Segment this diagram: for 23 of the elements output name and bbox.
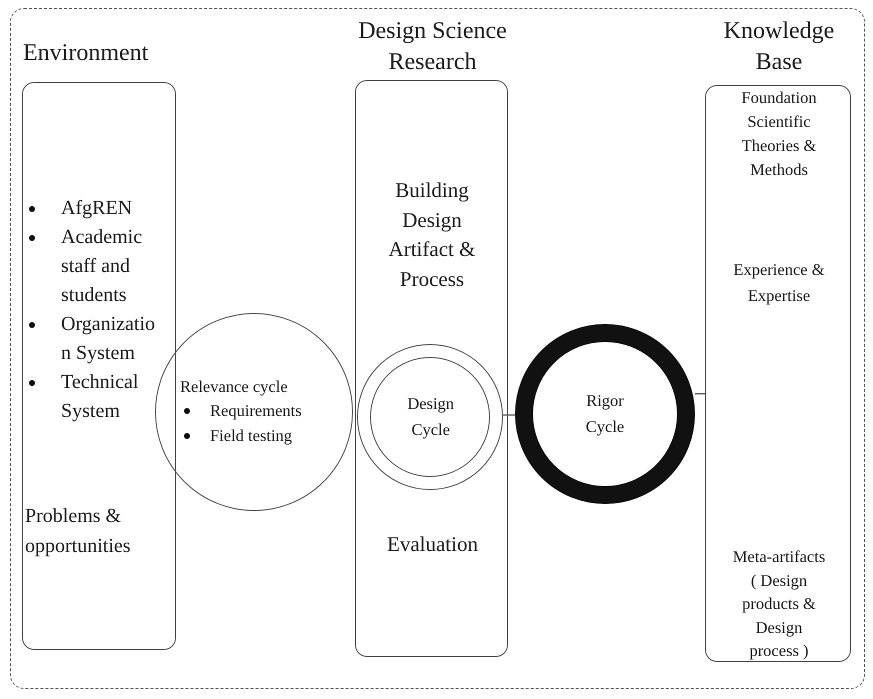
node-text: Building Design Artifact & Process: [388, 177, 476, 292]
connector-line: [695, 393, 705, 394]
connector-line: [503, 414, 515, 416]
cycle-circle: [155, 313, 353, 511]
bullet-item: Requirements: [180, 398, 330, 423]
bullet-item: Field testing: [180, 423, 330, 448]
node-text: Experience & Expertise: [732, 259, 826, 307]
node-text: Meta-artifacts ( Design products & Design process ): [732, 546, 826, 662]
bullet-item: Organizatio n System: [23, 310, 169, 368]
column-heading: Design Science Research: [357, 17, 508, 77]
double-circle: [356, 344, 503, 490]
column-heading: Environment: [23, 39, 150, 67]
column-heading: Knowledge Base: [722, 17, 836, 77]
node-text: Problems & opportunities: [25, 504, 132, 559]
bullet-item: AfgREN: [23, 194, 177, 223]
thick-ring: [515, 324, 695, 504]
node-text: Design Cycle: [406, 393, 456, 441]
node-text: Foundation Scientific Theories & Methods: [740, 87, 818, 181]
bullet-item: Technical System: [23, 368, 169, 426]
node-text: Relevance cycle: [180, 376, 289, 398]
node-text: Rigor Cycle: [584, 390, 626, 438]
node-text: Evaluation: [386, 531, 479, 558]
bullet-item: Academic staff and students: [23, 223, 169, 310]
